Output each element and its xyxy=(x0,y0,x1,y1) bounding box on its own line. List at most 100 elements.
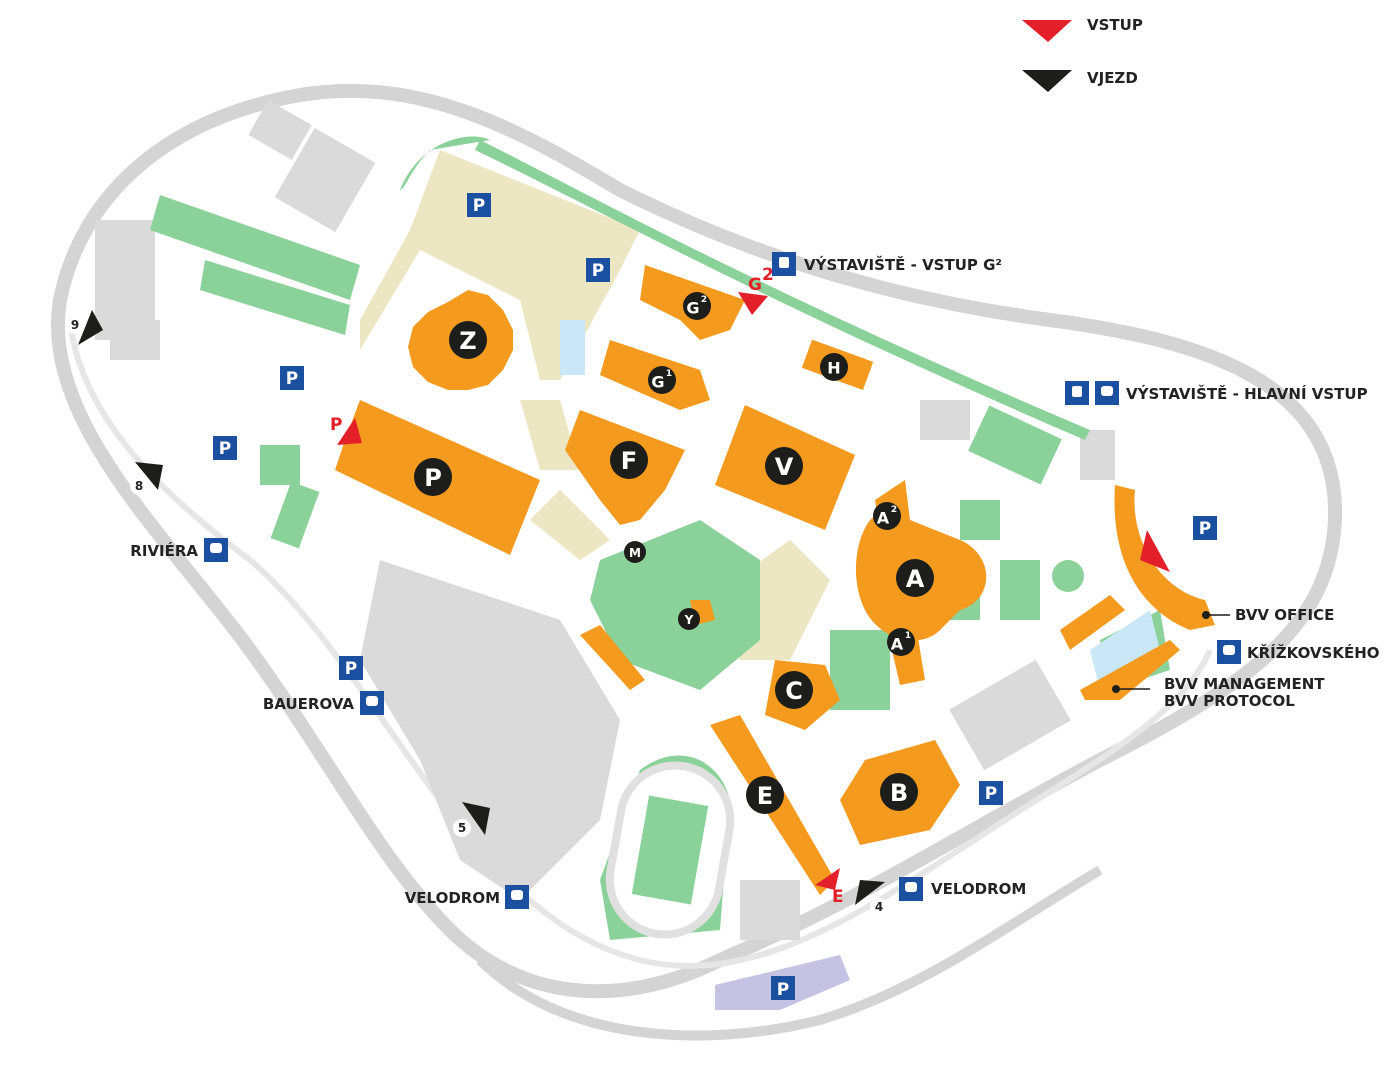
stop-label-main[interactable]: VÝSTAVIŠTĚ - HLAVNÍ VSTUP xyxy=(1126,384,1368,403)
pavilion-label-z[interactable]: Z xyxy=(449,321,487,359)
svg-text:P: P xyxy=(985,784,997,804)
outer-road xyxy=(51,83,1343,999)
svg-text:A: A xyxy=(891,635,904,654)
parking-garage-icon: P xyxy=(771,976,795,1000)
gate-number-8: 8 xyxy=(130,477,148,495)
stop-label-bauerova[interactable]: BAUEROVA xyxy=(263,695,354,713)
svg-text:1: 1 xyxy=(666,369,672,379)
svg-text:A: A xyxy=(906,565,925,593)
svg-text:P: P xyxy=(345,659,357,679)
stop-label-g2[interactable]: VÝSTAVIŠTĚ - VSTUP G² xyxy=(804,255,1002,274)
parking-icon: P xyxy=(467,193,491,217)
entrance-marker-e[interactable] xyxy=(815,868,840,890)
svg-text:P: P xyxy=(592,261,604,281)
stop-label-velodrom-east[interactable]: VELODROM xyxy=(931,880,1026,898)
legend-entrance-icon xyxy=(1022,20,1072,42)
pavilion-label-b[interactable]: B xyxy=(880,773,918,811)
parking-icon: P xyxy=(979,781,1003,805)
svg-text:G: G xyxy=(651,373,664,392)
tram-icon xyxy=(772,252,796,276)
stop-label-velodrom-west[interactable]: VELODROM xyxy=(405,889,500,907)
pavilion-label-a[interactable]: A xyxy=(896,559,934,597)
bvv-office-label[interactable]: BVV OFFICE xyxy=(1235,606,1334,624)
bvv-protocol-label[interactable]: BVV PROTOCOL xyxy=(1164,692,1295,710)
entrance-marker-g2[interactable] xyxy=(738,292,768,315)
svg-text:P: P xyxy=(424,464,442,492)
svg-text:P: P xyxy=(777,980,789,1000)
svg-text:F: F xyxy=(621,447,637,475)
pavilion-label-e[interactable]: E xyxy=(746,776,784,814)
svg-text:P: P xyxy=(1199,519,1211,539)
bus-icon xyxy=(360,691,384,715)
svg-text:4: 4 xyxy=(875,900,883,914)
pavilion-label-h[interactable]: H xyxy=(820,353,848,381)
svg-text:2: 2 xyxy=(701,295,707,305)
parking-icon: P xyxy=(213,436,237,460)
svg-text:9: 9 xyxy=(71,318,79,332)
entrance-marker-main[interactable] xyxy=(1140,530,1170,572)
vehicle-entrance-9[interactable] xyxy=(78,310,103,345)
pavilion-label-v[interactable]: V xyxy=(765,447,803,485)
bus-icon xyxy=(1217,640,1241,664)
legend: VSTUP VJEZD xyxy=(1022,16,1143,92)
bus-icon xyxy=(899,877,923,901)
svg-text:5: 5 xyxy=(458,821,466,835)
bvv-management-label[interactable]: BVV MANAGEMENT xyxy=(1164,675,1325,693)
svg-text:G: G xyxy=(748,275,762,295)
bus-icon xyxy=(505,885,529,909)
svg-text:8: 8 xyxy=(135,479,143,493)
parking-icon: P xyxy=(339,656,363,680)
bvv-management-shape xyxy=(1080,640,1180,700)
vehicle-entrance-4[interactable] xyxy=(855,880,885,905)
gate-number-4: 4 xyxy=(870,898,888,916)
pavilion-label-y[interactable]: Y xyxy=(678,608,700,630)
svg-text:2: 2 xyxy=(762,265,774,285)
svg-text:1: 1 xyxy=(905,631,911,641)
svg-text:E: E xyxy=(757,782,773,810)
svg-text:A: A xyxy=(877,509,890,528)
pavilion-label-f[interactable]: F xyxy=(610,441,648,479)
entrance-marker-p[interactable] xyxy=(337,418,362,445)
svg-text:P: P xyxy=(219,439,231,459)
svg-text:P: P xyxy=(286,369,298,389)
svg-text:VSTUP: VSTUP xyxy=(1087,16,1143,34)
pavilion-label-c[interactable]: C xyxy=(775,671,813,709)
gray-buildings xyxy=(95,100,1115,940)
parking-icon: P xyxy=(280,366,304,390)
svg-text:G: G xyxy=(686,299,699,318)
stop-label-riviera[interactable]: RIVIÉRA xyxy=(130,541,198,560)
gate-number-9: 9 xyxy=(66,316,84,334)
vehicle-entrance-5[interactable] xyxy=(462,802,490,835)
pavilion-label-m[interactable]: M xyxy=(624,541,646,563)
gate-number-5: 5 xyxy=(453,819,471,837)
svg-text:VJEZD: VJEZD xyxy=(1087,69,1138,87)
svg-text:E: E xyxy=(832,887,844,907)
legend-vehicle-icon xyxy=(1022,70,1072,92)
svg-text:Y: Y xyxy=(684,613,694,627)
bvv-office-shape xyxy=(1114,485,1215,630)
pond xyxy=(560,320,585,375)
bus-icon xyxy=(1095,381,1119,405)
pavilion-label-p[interactable]: P xyxy=(414,458,452,496)
stop-label-krizkovskeho[interactable]: KŘÍŽKOVSKÉHO xyxy=(1247,643,1380,662)
svg-text:Z: Z xyxy=(459,327,476,355)
parking-icon: P xyxy=(586,258,610,282)
svg-text:P: P xyxy=(473,196,485,216)
bus-icon xyxy=(204,538,228,562)
tram-icon xyxy=(1065,381,1089,405)
parking-icon: P xyxy=(1193,516,1217,540)
svg-text:C: C xyxy=(785,677,803,705)
bottom-road xyxy=(476,865,1103,1041)
orange-building-2 xyxy=(580,625,645,690)
pond-2 xyxy=(1090,610,1160,690)
orange-building xyxy=(1060,595,1125,650)
vehicle-entrance-8[interactable] xyxy=(135,462,163,490)
svg-text:P: P xyxy=(330,415,342,435)
svg-text:2: 2 xyxy=(891,505,897,515)
svg-text:M: M xyxy=(629,546,641,560)
